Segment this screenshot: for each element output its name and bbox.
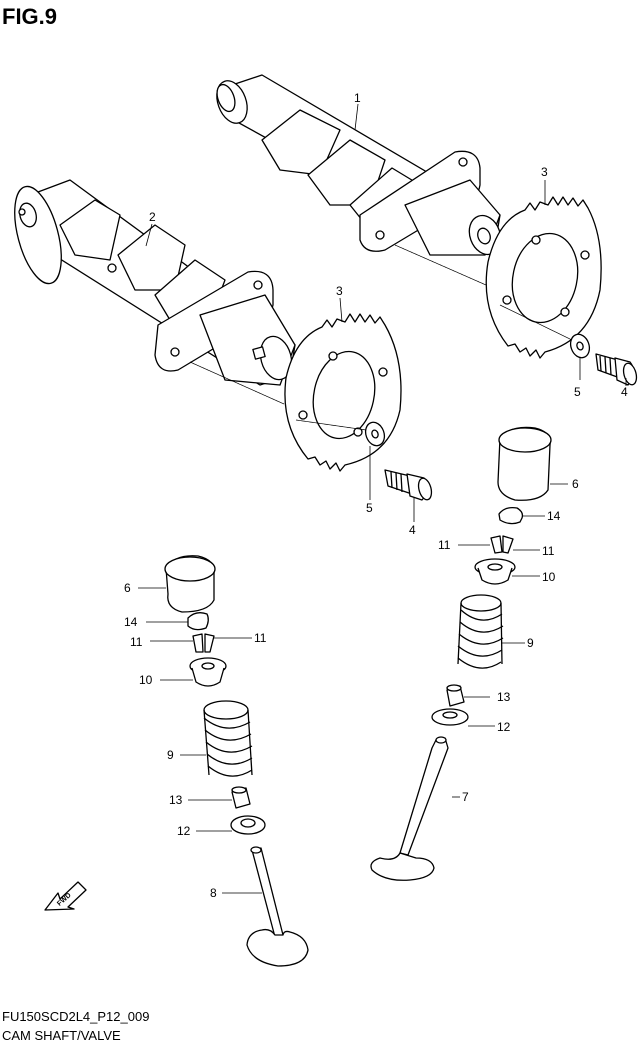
callout-14-right: 14 [547,509,561,523]
spring-right [457,594,504,669]
callout-8: 8 [210,886,217,900]
callout-4-upper: 4 [621,385,628,399]
callout-3-lower: 3 [336,284,343,298]
callout-13-left: 13 [169,793,183,807]
shim-left [187,612,209,631]
callout-4-lower: 4 [409,523,416,537]
camshaft-lower [14,179,296,386]
washer-upper [569,333,591,359]
callouts: 1 2 3 3 4 4 5 5 6 6 7 8 9 9 10 10 11 11 … [56,91,628,908]
callout-12-right: 12 [497,720,511,734]
sprocket-upper [485,196,602,359]
callout-12-left: 12 [177,824,191,838]
fwd-arrow-icon [44,881,87,911]
callout-11-right-b: 11 [542,544,555,558]
callout-11-left-a: 11 [130,635,143,649]
cotter-left [192,633,215,653]
callout-1: 1 [354,91,361,105]
callout-2: 2 [149,210,156,224]
callout-10-left: 10 [139,673,153,687]
retainer-left [189,657,227,687]
cotter-right [490,535,514,554]
tappet-right [497,426,552,501]
spring-seat-right [431,708,469,726]
leader-lines [138,103,627,894]
callout-13-right: 13 [497,690,511,704]
washer-lower [364,421,386,447]
camshaft-upper [216,74,502,256]
figure-code: FU150SCD2L4_P12_009 [2,1009,150,1024]
retainer-right [474,558,516,585]
spring-seat-left [230,815,266,835]
callout-5-lower: 5 [366,501,373,515]
spring-left [203,700,253,777]
callout-3-upper: 3 [541,165,548,179]
callout-6-left: 6 [124,581,131,595]
valve-right [370,736,449,881]
callout-9-right: 9 [527,636,534,650]
callout-9-left: 9 [167,748,174,762]
callout-10-right: 10 [542,570,556,584]
alignment-lines [189,244,573,431]
valve-left [246,846,309,967]
bolt-upper [595,353,638,386]
shim-right [498,506,524,525]
seal-left [231,786,251,809]
seal-right [446,684,465,707]
callout-11-right-a: 11 [438,538,451,552]
figure-name: CAM SHAFT/VALVE [2,1028,121,1043]
callout-11-left-b: 11 [254,631,267,645]
tappet-left [164,555,216,613]
callout-6-right: 6 [572,477,579,491]
figure-title: FIG.9 [2,4,58,29]
bolt-lower [384,469,433,501]
callout-14-left: 14 [124,615,138,629]
sprocket-lower [284,313,402,472]
callout-7: 7 [462,790,469,804]
callout-5-upper: 5 [574,385,581,399]
